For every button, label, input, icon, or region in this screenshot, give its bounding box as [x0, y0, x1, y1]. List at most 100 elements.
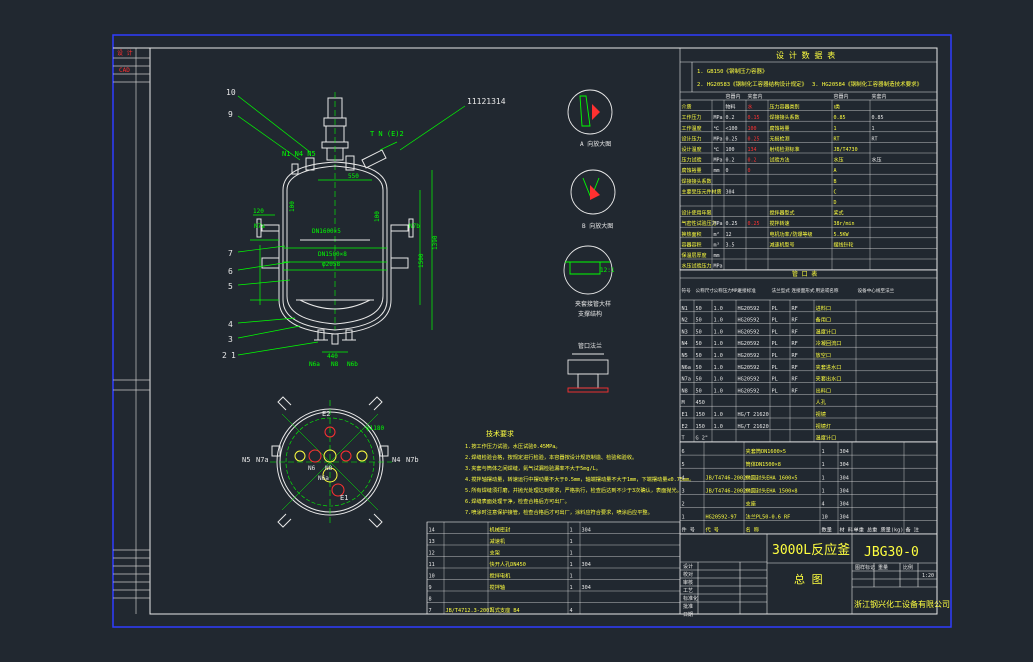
design-row-cell: 12: [726, 232, 732, 238]
design-row-cell: 腐蚀裕量: [682, 167, 702, 174]
design-header-cell: 容器内: [726, 93, 741, 100]
design-row-cell: <100: [726, 126, 738, 132]
parts-right-row-cell: 件 号: [682, 526, 696, 534]
design-table-title: 设 计 数 据 表: [776, 50, 835, 60]
design-row-cell: 试验方法: [770, 157, 790, 164]
nozzle-row-cell: 备用口: [816, 316, 832, 324]
nozzle-row-cell: 视镜灯: [816, 422, 832, 430]
parts-right-row-cell: 304: [840, 502, 849, 508]
design-row-cell: 焊接接头系数: [770, 114, 800, 121]
leader-label-9: 9: [228, 110, 233, 119]
design-row-cell: B: [834, 179, 837, 185]
design-row-cell: 304: [726, 189, 735, 195]
plan-label-n7b: N7b: [406, 456, 419, 464]
nozzle-row-cell: RF: [792, 329, 798, 335]
vessel-plan-view: [270, 396, 392, 528]
plan-label-n4: N4: [392, 456, 400, 464]
design-row-cell: 射线检测标准: [770, 146, 800, 153]
manhole-nozzle: [361, 149, 387, 169]
design-row-cell: ℃: [714, 126, 720, 132]
design-row-cell: 水压: [872, 157, 882, 164]
design-row-cell: 焊接接头系数: [682, 178, 712, 185]
nozzle-row-cell: 1.0: [714, 329, 723, 335]
parts-left-row-cell: 304: [582, 562, 591, 568]
nozzle-row-cell: N1: [682, 306, 688, 312]
nozzle-row-cell: RF: [792, 318, 798, 324]
nozzle-row-cell: 1.0: [714, 318, 723, 324]
parts-right-row-cell: 椭圆封头EHA 1600×5: [746, 473, 798, 481]
dim-dn1500: DN1500×8: [318, 251, 347, 258]
title-block-label: 设计: [683, 563, 693, 570]
nozzle-row-cell: M: [682, 400, 685, 406]
nozzle-row-cell: 1.0: [714, 388, 723, 394]
design-row-cell: m³: [714, 242, 720, 248]
parts-right-row-cell: 304: [840, 462, 849, 468]
parts-right-row-cell: 备 注: [906, 526, 920, 534]
nozzle-row-cell: HG20592: [738, 329, 760, 335]
design-row-cell: 工作压力: [682, 114, 702, 121]
nozzle-row-cell: 1.0: [714, 341, 723, 347]
design-header-cell: 夹套内: [748, 93, 763, 100]
leader-label-11-14: 11121314: [467, 97, 506, 106]
design-row-cell: 0.2: [726, 115, 735, 121]
nozzle-row-cell: N8: [682, 388, 688, 394]
design-row-cell: 0.15: [748, 115, 760, 121]
nozzle-row-cell: E2: [682, 424, 688, 430]
design-row-cell: 水压: [834, 157, 844, 164]
design-row-cell: C: [834, 189, 837, 195]
parts-right-row-cell: 夹套筒DN1600×5: [746, 447, 787, 455]
leader-label-6: 6: [228, 267, 233, 276]
plan-label-n5: N5: [242, 456, 250, 464]
nozzle-row-cell: 1.0: [714, 353, 723, 359]
design-row-cell: 桨式: [834, 210, 844, 217]
parts-right-row-cell: 10: [822, 515, 828, 521]
nozzle-row-cell: HG20592: [738, 353, 760, 359]
design-row-cell: m²: [714, 232, 720, 238]
design-row-cell: 水压试验压力: [682, 263, 712, 270]
design-row-cell: MPa: [714, 158, 723, 164]
nozzle-header-cell: 连接标准: [738, 287, 757, 294]
parts-left-row-cell: 13: [429, 539, 435, 545]
design-row-cell: 5.5KW: [834, 232, 850, 238]
leader-label-tn-e2: T N (E)2: [370, 130, 404, 138]
parts-right-row-cell: 法兰PL50-0.6 RF: [746, 513, 791, 521]
parts-right-row-cell: 材 料: [840, 526, 854, 534]
nozzle-row-cell: PL: [772, 318, 778, 324]
parts-left-row-cell: 10: [429, 574, 435, 580]
technical-notes: 技术要求 1.按工作压力试验，水压试验0.45MPa。 2.焊缝检验合格，按规定…: [465, 429, 694, 516]
nozzle-row-cell: 1.0: [714, 377, 723, 383]
nozzle-row-cell: 放空口: [816, 351, 832, 359]
notes-line-1: 1.按工作压力试验，水压试验0.45MPa。: [465, 442, 561, 450]
plan-label-e2: E2: [322, 410, 330, 418]
design-row-cell: 水: [748, 104, 753, 111]
design-row-cell: 搅拌器型式: [770, 210, 795, 217]
nozzle-row-cell: 1.0: [714, 424, 723, 430]
design-row-cell: 0.25: [748, 136, 760, 142]
plan-label-n7a: N7a: [256, 456, 269, 464]
parts-right-row-cell: 4: [822, 502, 825, 508]
nozzle-row-cell: 50: [696, 353, 702, 359]
design-row-cell: 容器容积: [682, 241, 702, 248]
nozzle-row-cell: HG20592: [738, 306, 760, 312]
design-row-cell: JB/T4730: [834, 147, 858, 153]
nozzle-row-cell: PL: [772, 377, 778, 383]
detail-c-title: 夹套接管大样: [575, 300, 611, 308]
design-row-cell: mm: [714, 168, 720, 174]
nozzle-row-cell: RF: [792, 306, 798, 312]
parts-left-row-cell: JB/T4712.3-2007: [446, 608, 493, 614]
nozzle-header-cell: 符号: [682, 287, 692, 294]
detail-c-sub: 支撑结构: [578, 310, 602, 318]
plan-label-e1: E1: [340, 494, 348, 502]
company-name: 浙江钢兴化工设备有限公司: [854, 599, 950, 609]
notes-line-5: 5.所有焊缝须打磨，并抛光处理达到要求，严格执行，检查后达到不少于3次确认，表面…: [465, 486, 682, 494]
design-row-cell: mm: [714, 253, 720, 259]
parts-right-row-cell: 筒体DN1500×8: [746, 460, 781, 468]
nozzle-row-cell: 夹套出水口: [816, 375, 842, 383]
nozzle-row-cell: 1.0: [714, 365, 723, 371]
nozzle-row-cell: 450: [696, 400, 705, 406]
nozzle-row-cell: PL: [772, 341, 778, 347]
parts-left-row-cell: 1: [570, 562, 573, 568]
design-row-cell: 设计使用年限: [682, 210, 712, 217]
